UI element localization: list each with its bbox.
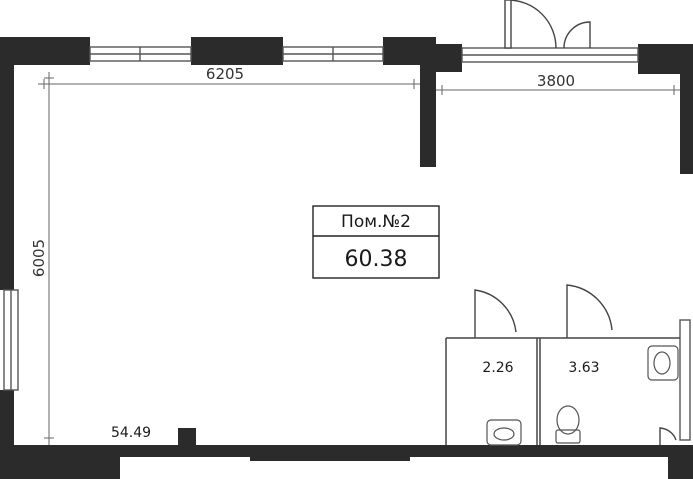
- interior-lines: [445, 337, 680, 445]
- corner-area-value: 54.49: [111, 425, 151, 441]
- wall-top-right: [638, 44, 680, 74]
- toilet-bowl: [556, 405, 580, 435]
- door-entrance-left: [507, 0, 557, 49]
- wall-right: [680, 44, 693, 174]
- walls: [0, 37, 693, 479]
- bathroom-2-area: 3.63: [568, 360, 599, 376]
- doors: [474, 0, 677, 445]
- wall-bottom-thick: [250, 445, 410, 461]
- windows: [3, 46, 691, 441]
- wall-inner-block: [436, 44, 462, 72]
- dimension-lines: [38, 72, 680, 445]
- dim-label-main-height: 6005: [30, 239, 48, 277]
- wall-top-left: [0, 37, 90, 65]
- room-label-box: Пом.№2 60.38: [312, 205, 440, 279]
- sink-2: [647, 345, 679, 381]
- wall-stub: [178, 428, 196, 445]
- bathroom-1-area: 2.26: [482, 360, 513, 376]
- window-right: [679, 319, 691, 441]
- wall-top-pillar-1: [191, 37, 283, 65]
- room-area: 60.38: [345, 247, 408, 272]
- toilet-tank: [555, 429, 581, 444]
- door-bathroom-2: [566, 284, 613, 338]
- wall-inner-vertical: [420, 37, 436, 167]
- wall-left-upper: [0, 37, 14, 290]
- wall-bottom-right: [668, 445, 693, 479]
- door-bathroom-1: [474, 289, 517, 338]
- sink-1: [486, 419, 522, 446]
- fixtures: [486, 345, 679, 446]
- dim-label-main-width: 6205: [206, 65, 244, 83]
- door-entrance-right: [563, 21, 591, 49]
- door-bottom-right: [659, 427, 677, 445]
- room-label: Пом.№2: [341, 212, 411, 232]
- wall-bottom-left: [0, 445, 120, 479]
- dim-label-side-width: 3800: [537, 72, 575, 90]
